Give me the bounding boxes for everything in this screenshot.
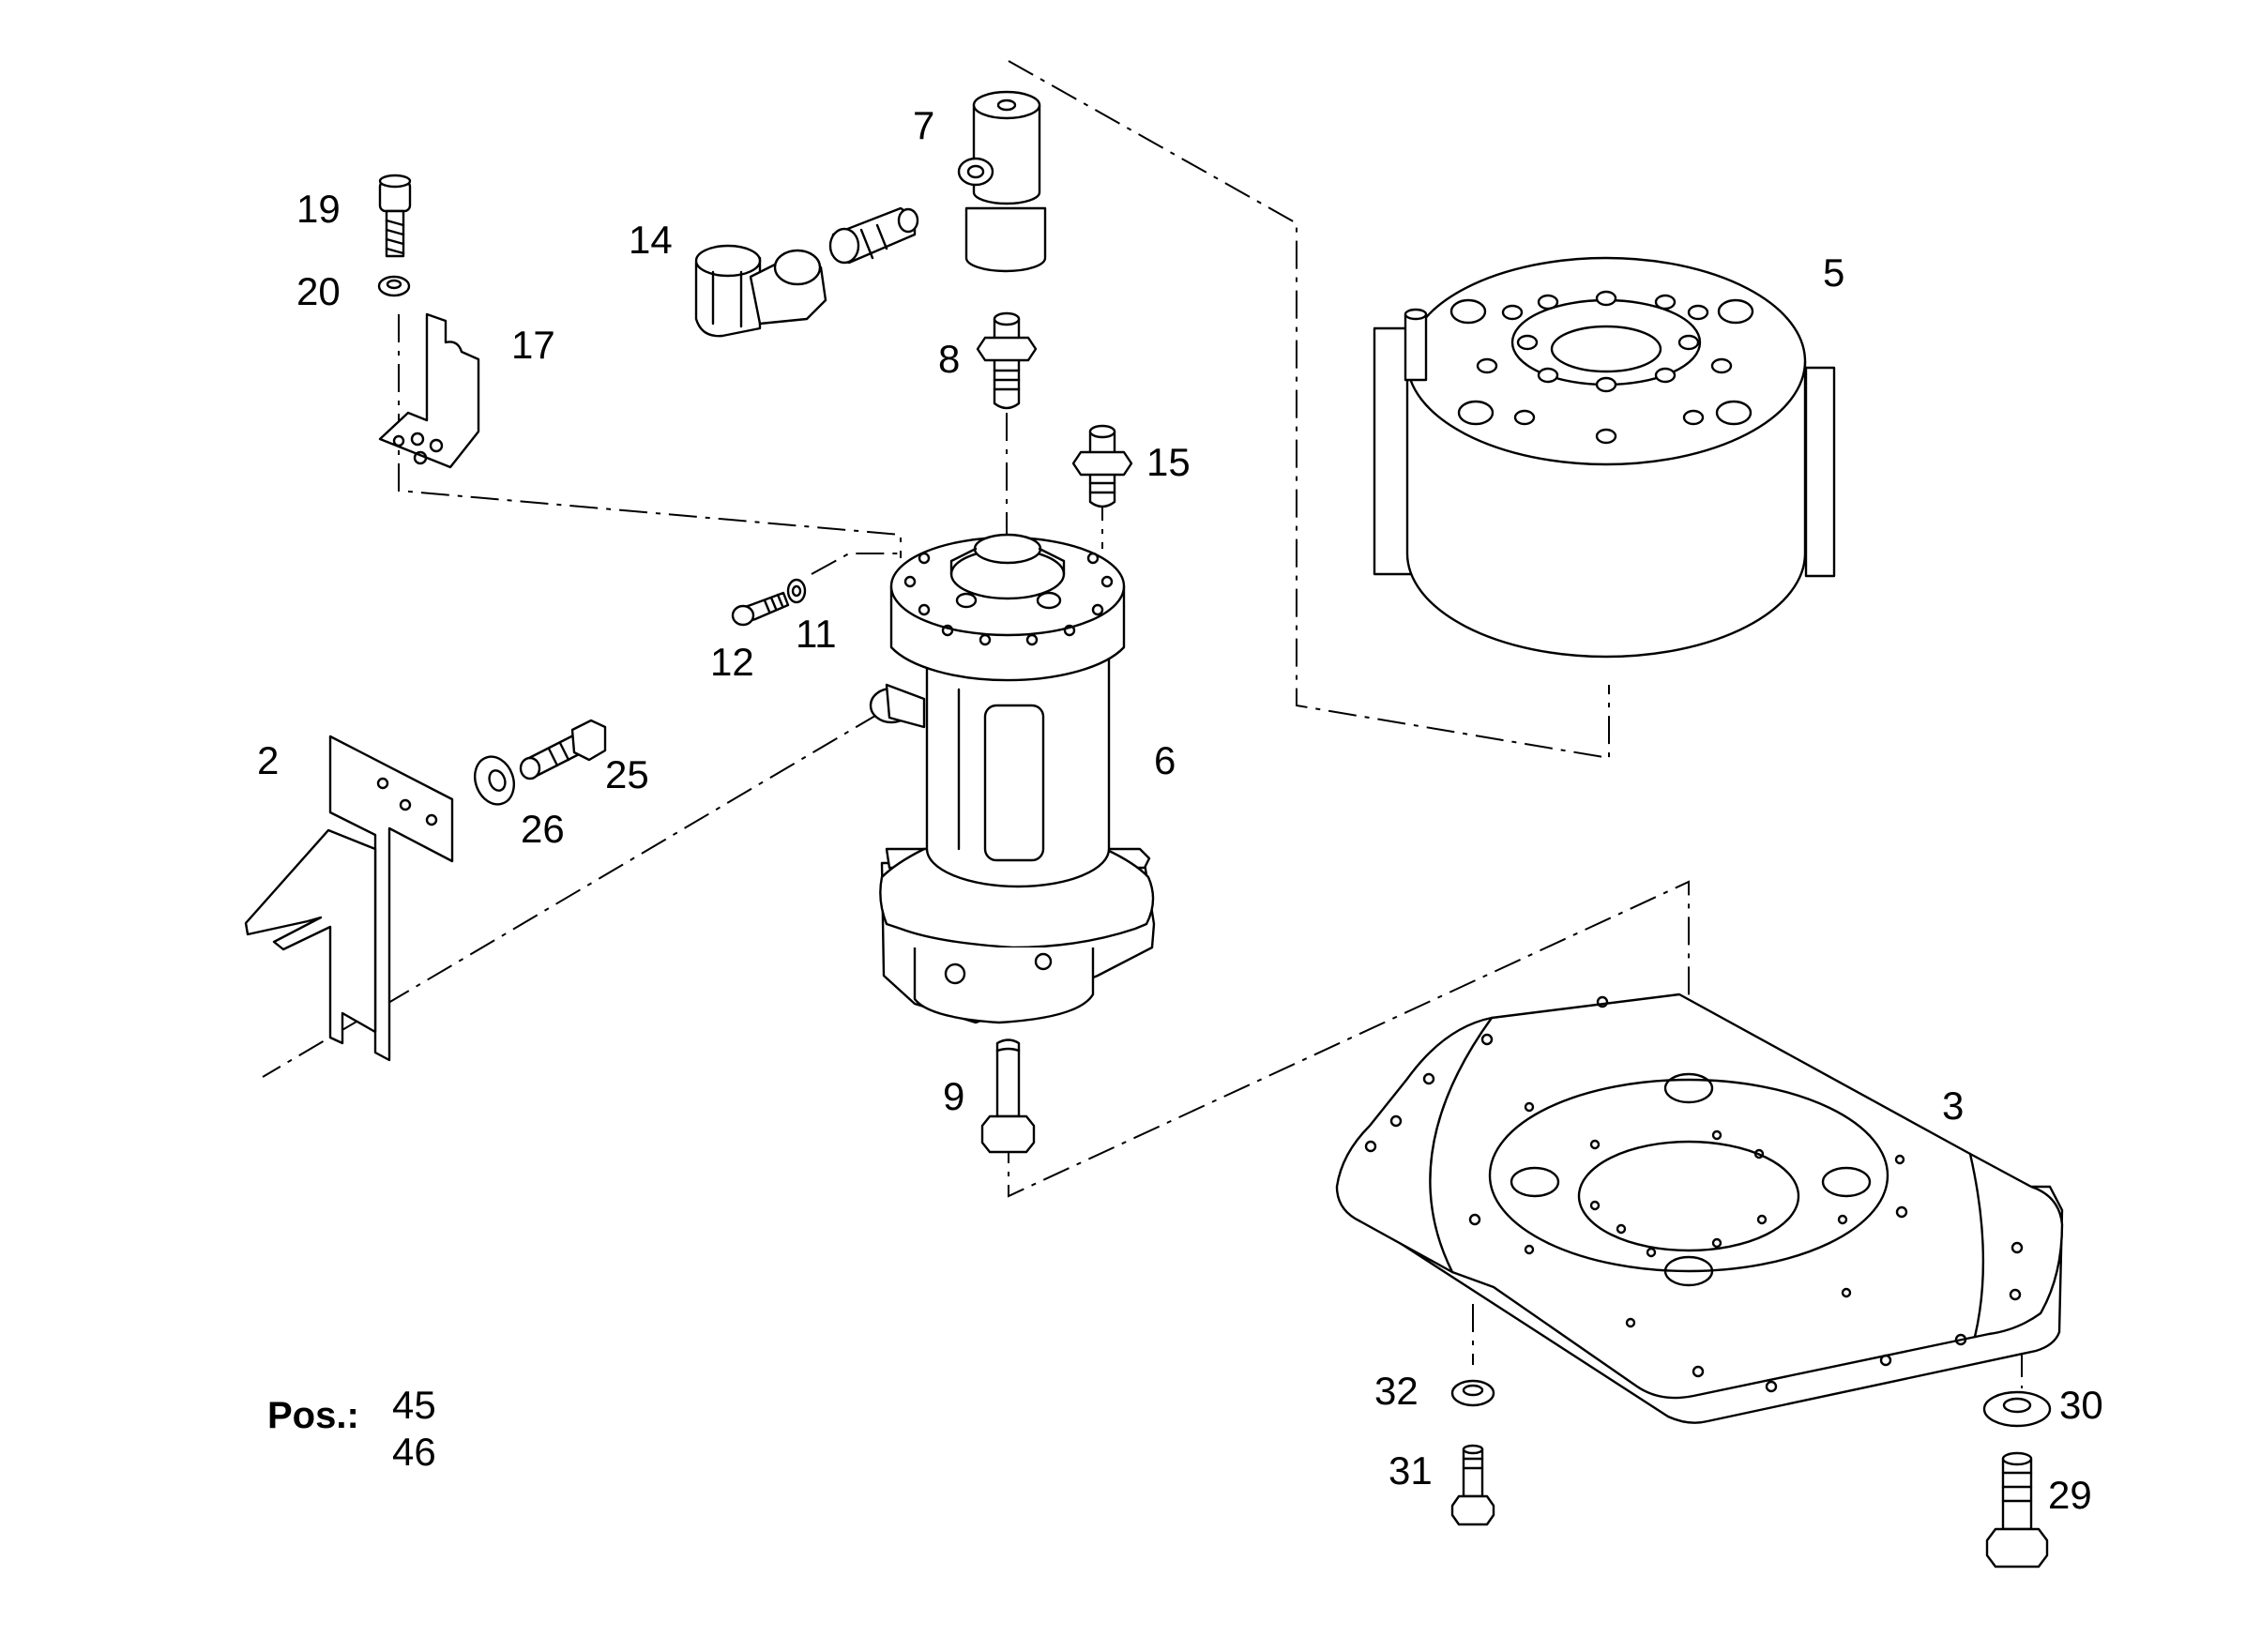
part-3-base-plate [1335,993,2064,1424]
callout-20: 20 [296,269,341,313]
housing-dowel-pin [1404,308,1428,382]
callout-14: 14 [629,218,673,262]
part-30-washer [1982,1390,2052,1428]
part-12-small-bolt [731,591,790,627]
position-note: Pos.: 45 46 [267,1383,436,1474]
part-2-bracket [244,735,454,1062]
callout-5: 5 [1823,250,1844,295]
pos-label: Pos.: [267,1395,359,1436]
part-14-elbow-fitting [694,244,827,338]
part-17-small-bracket [378,312,480,469]
callout-29: 29 [2048,1473,2092,1517]
callout-25: 25 [605,752,649,796]
part-25-hex-bolt [519,719,607,781]
part-15-nipple [1071,424,1133,508]
part-9-shaft [980,1038,1036,1154]
callout-17: 17 [511,323,555,367]
part-32-washer [1450,1379,1495,1407]
part-11-small-washer [786,578,807,604]
pos-value-1: 45 [392,1383,436,1427]
callout-11: 11 [796,612,837,656]
part-29-bolt [1985,1451,2049,1569]
bottom-block [913,947,1095,1024]
top-flange-holes [903,552,1114,646]
part-8-nipple [976,311,1038,410]
callout-9: 9 [943,1074,964,1118]
callout-30: 30 [2059,1383,2103,1427]
callout-26: 26 [521,807,565,851]
part-5-housing [1373,256,1836,659]
callout-32: 32 [1374,1369,1419,1413]
callout-2: 2 [257,738,279,782]
part-31-bolt [1450,1444,1495,1526]
housing-bolt-heads [1449,290,1754,445]
callout-labels: 2 3 5 6 7 8 9 11 12 14 15 17 19 20 25 26… [257,103,2103,1517]
part-14-adapter [828,206,919,265]
callout-7: 7 [913,103,934,147]
part-7-valve [957,90,1047,273]
callout-3: 3 [1942,1084,1964,1128]
part-26-washer [474,755,515,806]
plate-holes [1364,995,2024,1393]
part-20-washer [377,275,411,297]
pos-value-2: 46 [392,1430,436,1474]
part-6-swivel-joint [869,533,1156,1024]
callout-6: 6 [1154,738,1176,782]
callout-8: 8 [938,337,960,381]
callout-15: 15 [1146,440,1191,484]
callout-12: 12 [710,640,754,684]
callout-19: 19 [296,187,341,231]
part-19-socket-screw [378,174,412,258]
callout-31: 31 [1388,1448,1433,1493]
